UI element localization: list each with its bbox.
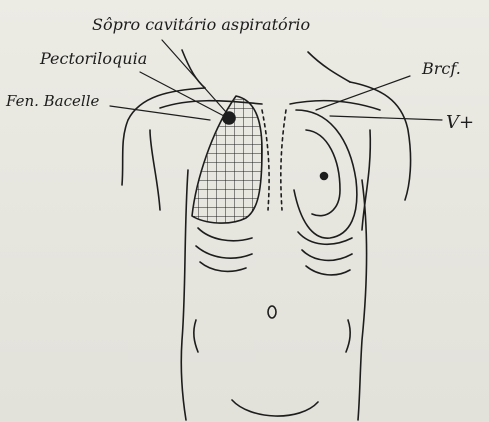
rib-right-3 bbox=[306, 266, 350, 275]
right-clavicle bbox=[290, 101, 380, 110]
rib-left-1 bbox=[198, 228, 252, 241]
pointer-pectoriloquia bbox=[140, 72, 224, 116]
label-fen-bacelle: Fen. Bacelle bbox=[5, 92, 99, 110]
label-pectoriloquia: Pectoriloquia bbox=[39, 49, 147, 68]
left-arm-inner bbox=[150, 130, 160, 210]
cavity-marker bbox=[223, 112, 235, 124]
rib-left-2 bbox=[196, 246, 252, 258]
rib-left-3 bbox=[200, 262, 246, 271]
pointer-v-plus bbox=[330, 116, 442, 120]
label-sopro-cavitario: Sôpro cavitário aspiratório bbox=[92, 15, 310, 34]
neck-outline-left bbox=[182, 50, 205, 88]
sternum bbox=[262, 110, 286, 210]
label-v-plus: V+ bbox=[446, 112, 474, 133]
navel bbox=[268, 306, 276, 318]
pelvic-curve bbox=[232, 400, 318, 416]
right-hip-mark bbox=[346, 320, 350, 352]
torso-right-side bbox=[358, 180, 367, 420]
left-shoulder-arm bbox=[122, 88, 205, 185]
neck-outline-right bbox=[308, 52, 350, 82]
rib-right-2 bbox=[302, 250, 352, 260]
torso-left-side bbox=[181, 170, 188, 420]
right-lung-dot bbox=[321, 173, 328, 180]
label-brcf: Brcf. bbox=[421, 59, 461, 78]
left-hip-mark bbox=[194, 320, 198, 352]
right-shoulder-arm bbox=[350, 82, 411, 200]
